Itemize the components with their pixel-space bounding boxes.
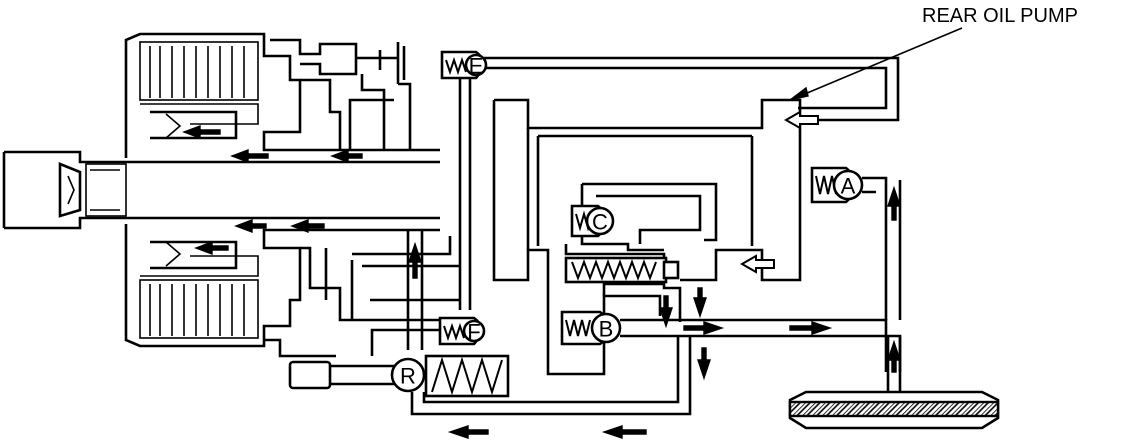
flow-arrows (182, 110, 901, 439)
valve-f-label: F (467, 320, 480, 345)
rear-oil-pump-callout: REAR OIL PUMP (789, 5, 1078, 101)
valve-a: A (810, 166, 888, 204)
valve-c: C (570, 204, 615, 238)
valve-r-label: R (400, 364, 416, 389)
valve-a-label: A (841, 174, 856, 199)
clutch-housing (124, 32, 440, 358)
clutch-plates-bottom (139, 240, 259, 339)
callout-label: REAR OIL PUMP (922, 5, 1078, 27)
valve-e-label: E (469, 54, 484, 79)
valve-b: B (560, 310, 622, 346)
valve-b-label: B (599, 317, 614, 342)
oil-strainer (788, 390, 1000, 430)
rear-oil-pump-body (492, 98, 802, 376)
regulator-spring (564, 256, 680, 284)
valve-e: E (440, 50, 488, 80)
valve-f: F (438, 316, 486, 346)
r-valve-assembly (288, 354, 510, 398)
input-shaft (2, 150, 440, 230)
valve-c-label: C (592, 210, 608, 235)
clutch-plates-top (139, 41, 259, 140)
valve-r: R (390, 357, 426, 393)
